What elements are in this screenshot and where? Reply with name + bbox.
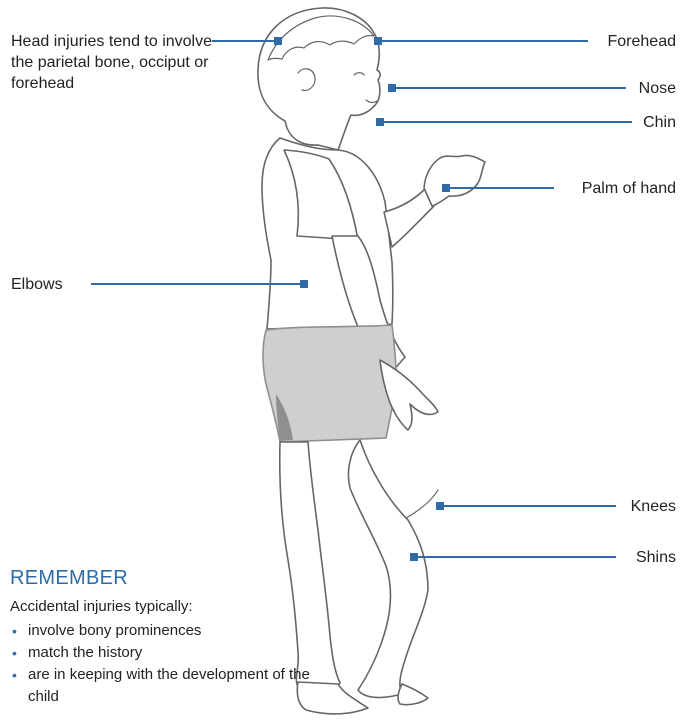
knee-curve <box>406 490 438 518</box>
forehead-label: Forehead <box>608 31 677 52</box>
marker-palm <box>442 184 450 192</box>
shins-label: Shins <box>636 547 676 568</box>
marker-chin <box>376 118 384 126</box>
raised-hand-outline <box>424 155 485 206</box>
remember-item: • are in keeping with the development of … <box>10 664 310 708</box>
raised-forearm-outline <box>384 188 434 247</box>
remember-item-text: involve bony prominences <box>28 622 201 639</box>
chin-label: Chin <box>643 112 676 133</box>
remember-item: • involve bony prominences <box>10 620 310 642</box>
remember-item: • match the history <box>10 642 310 664</box>
front-foot-outline <box>398 684 428 705</box>
remember-intro: Accidental injuries typically: <box>10 597 193 617</box>
marker-shin <box>410 553 418 561</box>
elbows-label: Elbows <box>11 274 63 295</box>
bullet-icon: • <box>12 620 17 642</box>
marker-head <box>274 37 282 45</box>
marker-forehead <box>374 37 382 45</box>
front-leg-outline <box>348 440 428 697</box>
remember-title: REMEMBER <box>10 566 128 590</box>
child-figure <box>258 8 485 714</box>
marker-knee <box>436 502 444 510</box>
remember-list: • involve bony prominences • match the his… <box>10 620 310 708</box>
remember-item-text: match the history <box>28 644 142 661</box>
knees-label: Knees <box>631 496 676 517</box>
palm-label: Palm of hand <box>582 178 676 199</box>
head-note-label: Head injuries tend to involve the pariet… <box>11 31 226 94</box>
marker-nose <box>388 84 396 92</box>
head-outline <box>258 8 380 150</box>
remember-item-text: are in keeping with the development of t… <box>28 666 310 705</box>
marker-elbow <box>300 280 308 288</box>
bullet-icon: • <box>12 642 17 664</box>
nose-label: Nose <box>639 78 676 99</box>
bullet-icon: • <box>12 664 17 686</box>
